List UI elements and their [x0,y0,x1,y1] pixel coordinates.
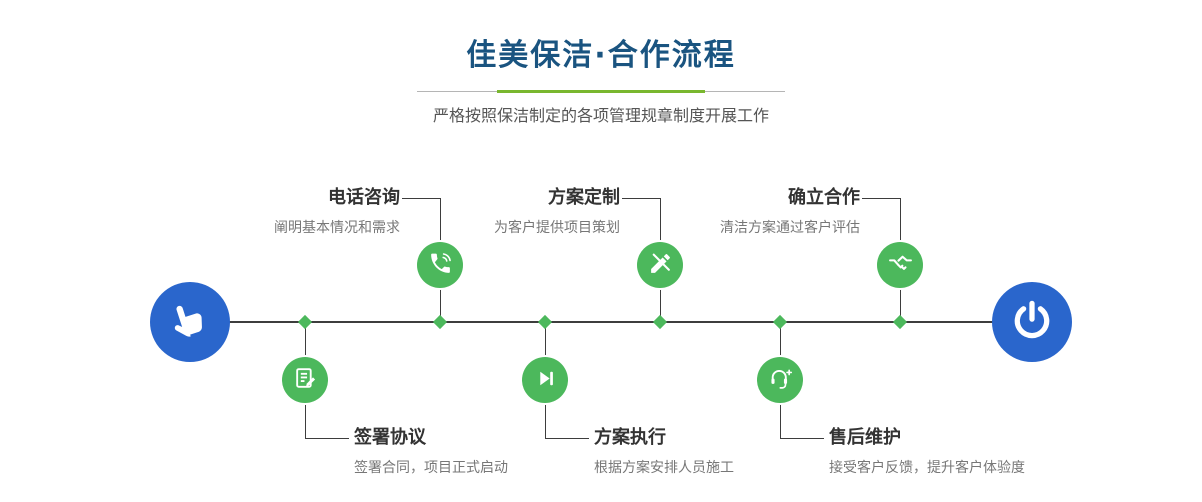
connector-line [402,198,440,199]
timeline-diamond [297,314,313,330]
step-label-plan: 方案定制 为客户提供项目策划 [380,186,620,238]
connector-line [545,438,589,439]
headset-plus-icon [768,366,793,395]
divider-gray-left [417,91,497,92]
step-title: 售后维护 [829,427,901,448]
step-desc: 清洁方案通过客户评估 [720,220,860,236]
step-desc: 签署合同，项目正式启动 [354,460,508,476]
step-node-execution [522,357,568,403]
step-node-phone [417,242,463,288]
step-label-aftersales: 售后维护 接受客户反馈，提升客户体验度 [829,426,1109,478]
step-desc: 根据方案安排人员施工 [594,460,734,476]
step-title: 方案定制 [548,187,620,208]
connector-line [622,198,660,199]
connector-line [305,438,349,439]
timeline-diamond [892,314,908,330]
timeline-diamond [432,314,448,330]
page-subtitle: 严格按照保洁制定的各项管理规章制度开展工作 [432,106,769,125]
timeline-diamond [772,314,788,330]
connector-line [780,438,824,439]
power-icon [1011,299,1053,345]
end-endpoint [992,282,1072,362]
step-desc: 为客户提供项目策划 [494,220,620,236]
step-label-phone: 电话咨询 阐明基本情况和需求 [160,186,400,238]
pencil-ruler-icon [648,251,673,280]
step-title: 方案执行 [594,427,666,448]
start-endpoint [150,282,230,362]
step-node-cooperation [877,242,923,288]
step-desc: 阐明基本情况和需求 [274,220,400,236]
page-title: 佳美保洁·合作流程 [466,38,736,73]
step-node-plan [637,242,683,288]
timeline-diamond [537,314,553,330]
timeline-diamond [652,314,668,330]
handshake-icon [888,251,913,280]
divider-green-accent [497,90,705,93]
step-title: 确立合作 [788,187,860,208]
step-desc: 接受客户反馈，提升客户体验度 [829,460,1025,476]
divider-gray-right [705,91,785,92]
step-label-agreement: 签署协议 签署合同，项目正式启动 [354,426,634,478]
step-label-execution: 方案执行 根据方案安排人员施工 [594,426,874,478]
step-node-agreement [282,357,328,403]
header: 佳美保洁·合作流程 严格按照保洁制定的各项管理规章制度开展工作 [0,36,1202,127]
timeline-line [190,321,1032,323]
phone-icon [428,251,453,280]
pointing-hand-icon [169,299,211,345]
document-sign-icon [293,366,318,395]
title-divider [417,90,785,93]
step-title: 电话咨询 [328,187,400,208]
step-label-cooperation: 确立合作 清洁方案通过客户评估 [620,186,860,238]
play-forward-icon [533,366,558,395]
connector-line [862,198,900,199]
step-node-aftersales [757,357,803,403]
step-title: 签署协议 [354,427,426,448]
